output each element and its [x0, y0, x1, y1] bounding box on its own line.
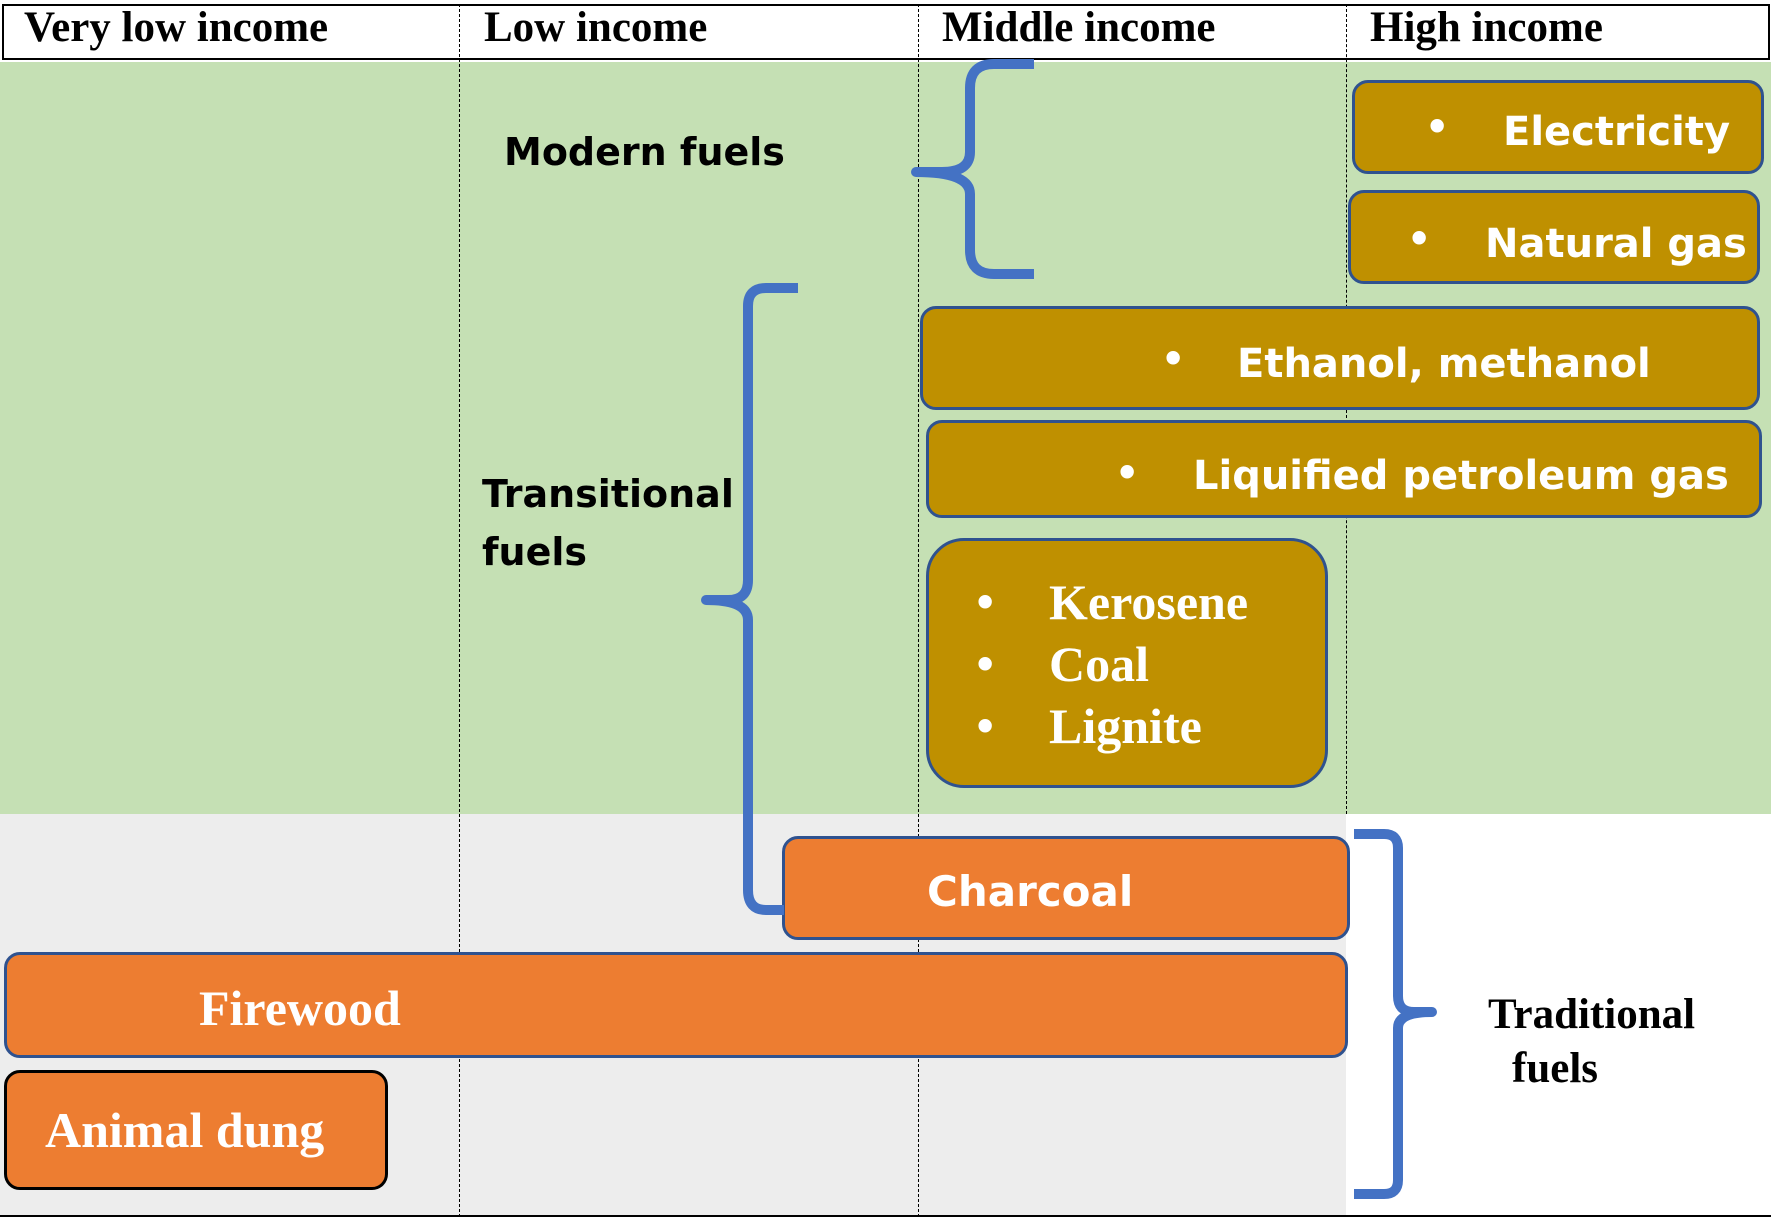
fuel-label-natural-gas: Natural gas — [1485, 221, 1747, 267]
fuel-box-electricity: • Electricity — [1352, 80, 1764, 174]
fuel-label-kerosene: Kerosene — [1049, 574, 1249, 630]
fuel-label-coal: Coal — [1049, 636, 1149, 692]
bullet-icon: • — [973, 643, 998, 687]
bullet-icon: • — [1425, 105, 1450, 149]
transitional-fuels-bracket — [701, 283, 798, 915]
bottom-rule — [0, 1215, 1771, 1217]
fuel-label-ethanol-methanol: Ethanol, methanol — [1237, 341, 1651, 387]
bullet-icon: • — [1161, 337, 1186, 381]
fuel-box-animal-dung: Animal dung — [4, 1070, 388, 1190]
column-title-high-income: High income — [1370, 4, 1603, 51]
fuel-label-animal-dung: Animal dung — [45, 1102, 325, 1158]
traditional-fuels-bracket — [1354, 829, 1437, 1199]
fuel-label-lignite: Lignite — [1049, 698, 1202, 754]
bullet-icon: • — [973, 705, 998, 749]
group-label-traditional-line1: Traditional — [1488, 991, 1696, 1038]
fuel-box-natural-gas: • Natural gas — [1348, 190, 1760, 284]
column-title-very-low-income: Very low income — [24, 4, 329, 51]
modern-fuels-bracket — [911, 59, 1034, 279]
group-label-traditional-line2: fuels — [1512, 1045, 1598, 1092]
fuel-box-charcoal: Charcoal — [782, 836, 1350, 940]
column-title-low-income: Low income — [484, 4, 708, 51]
income-header-row — [2, 4, 1770, 60]
fuel-box-lpg: • Liquified petroleum gas — [926, 420, 1762, 518]
fuel-box-kerosene-coal-lignite: • Kerosene • Coal • Lignite — [926, 538, 1328, 788]
fuel-label-firewood: Firewood — [199, 980, 401, 1036]
fuel-box-firewood: Firewood — [4, 952, 1348, 1058]
fuel-label-electricity: Electricity — [1503, 109, 1731, 155]
group-label-transitional-line1: Transitional — [482, 472, 734, 516]
group-label-transitional-line2: fuels — [482, 530, 588, 574]
group-label-modern-fuels: Modern fuels — [504, 130, 785, 174]
fuel-label-lpg: Liquified petroleum gas — [1193, 453, 1729, 499]
column-divider-1 — [459, 4, 460, 1217]
column-divider-2 — [918, 4, 919, 1217]
bullet-icon: • — [1115, 451, 1140, 495]
fuel-box-ethanol-methanol: • Ethanol, methanol — [920, 306, 1760, 410]
bullet-icon: • — [973, 581, 998, 625]
bullet-icon: • — [1407, 217, 1432, 261]
fuel-label-charcoal: Charcoal — [927, 867, 1134, 916]
column-title-middle-income: Middle income — [942, 4, 1216, 51]
